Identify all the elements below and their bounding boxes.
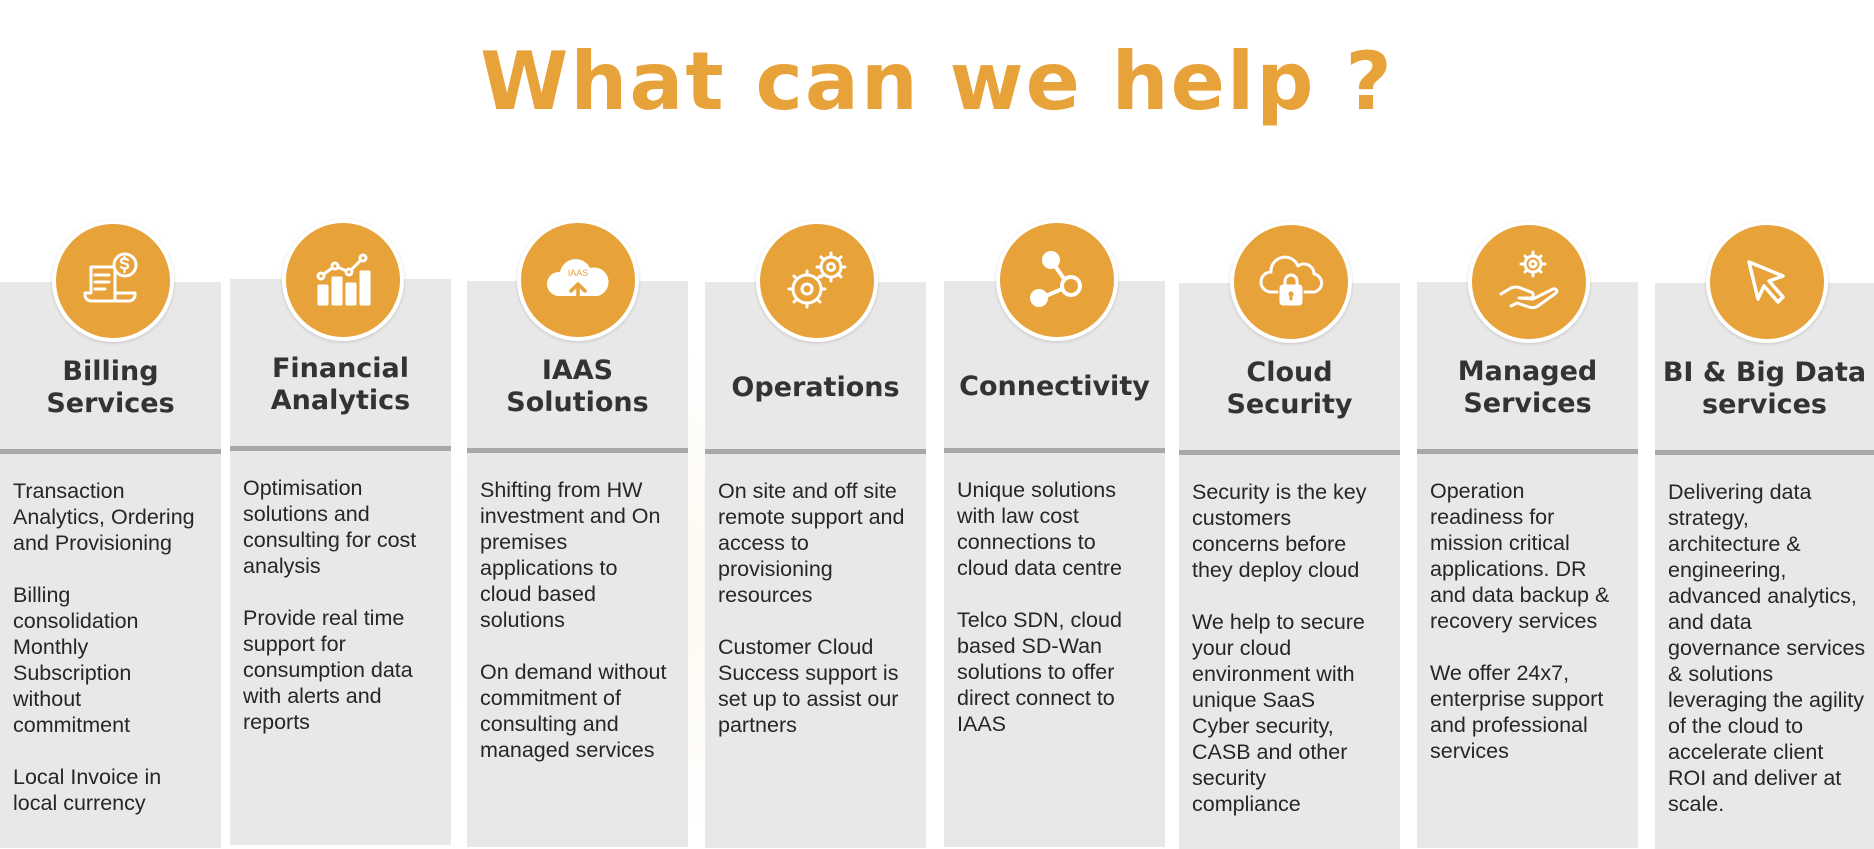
card-title: Billing Services — [46, 355, 175, 419]
card-divider — [467, 448, 688, 453]
card-iaas-solutions: IAAS Solutions Shifting from HW investme… — [467, 281, 688, 847]
card-divider — [944, 448, 1165, 453]
card-description: Shifting from HW investment and On premi… — [480, 478, 667, 762]
card-header: Financial Analytics — [230, 279, 451, 446]
card-title: Operations — [731, 371, 900, 403]
card-title: Financial Analytics — [270, 352, 411, 416]
card-divider — [1179, 450, 1400, 455]
card-description: On site and off site remote support and … — [718, 479, 905, 737]
cursor-icon — [1706, 221, 1828, 343]
billing-icon — [52, 220, 174, 342]
page-title: What can we help ? — [480, 35, 1394, 128]
card-title: Cloud Security — [1226, 356, 1353, 420]
card-description: Optimisation solutions and consulting fo… — [243, 476, 417, 734]
card-managed-services: Managed Services Operation readiness for… — [1417, 282, 1638, 848]
card-title: Managed Services — [1457, 355, 1598, 419]
card-description: Delivering data strategy, architecture &… — [1668, 480, 1866, 816]
card-header: Cloud Security — [1179, 283, 1400, 450]
card-header: BI & Big Data services — [1655, 283, 1874, 450]
card-divider — [230, 446, 451, 451]
gears-icon — [756, 220, 878, 342]
card-header: Billing Services — [0, 282, 221, 449]
card-description: Transaction Analytics, Ordering and Prov… — [13, 479, 195, 815]
card-divider — [0, 449, 221, 454]
card-header: IAAS Solutions — [467, 281, 688, 448]
card-billing-services: Billing Services Transaction Analytics, … — [0, 282, 221, 848]
card-description: Security is the key customers concerns b… — [1192, 480, 1367, 816]
card-divider — [705, 449, 926, 454]
analytics-chart-icon — [282, 219, 404, 341]
card-title: Connectivity — [959, 370, 1150, 402]
card-title: BI & Big Data services — [1662, 356, 1867, 420]
card-divider — [1655, 450, 1874, 455]
hand-gear-icon — [1468, 221, 1590, 343]
card-operations: Operations On site and off site remote s… — [705, 282, 926, 848]
card-description: Operation readiness for mission critical… — [1430, 479, 1610, 763]
card-connectivity: Connectivity Unique solutions with law c… — [944, 281, 1165, 847]
cloud-lock-icon — [1230, 221, 1352, 343]
card-header: Managed Services — [1417, 282, 1638, 449]
iaas-icon-label: IAAS — [568, 268, 589, 278]
card-header: Connectivity — [944, 281, 1165, 448]
card-bi-big-data-services: BI & Big Data services Delivering data s… — [1655, 283, 1874, 849]
card-description: Unique solutions with law cost connectio… — [957, 478, 1122, 736]
card-financial-analytics: Financial Analytics Optimisation solutio… — [230, 279, 451, 845]
iaas-cloud-icon: IAAS — [517, 219, 639, 341]
card-divider — [1417, 449, 1638, 454]
card-title: IAAS Solutions — [506, 354, 649, 418]
card-cloud-security: Cloud Security Security is the key custo… — [1179, 283, 1400, 849]
share-nodes-icon — [996, 219, 1118, 341]
card-header: Operations — [705, 282, 926, 449]
